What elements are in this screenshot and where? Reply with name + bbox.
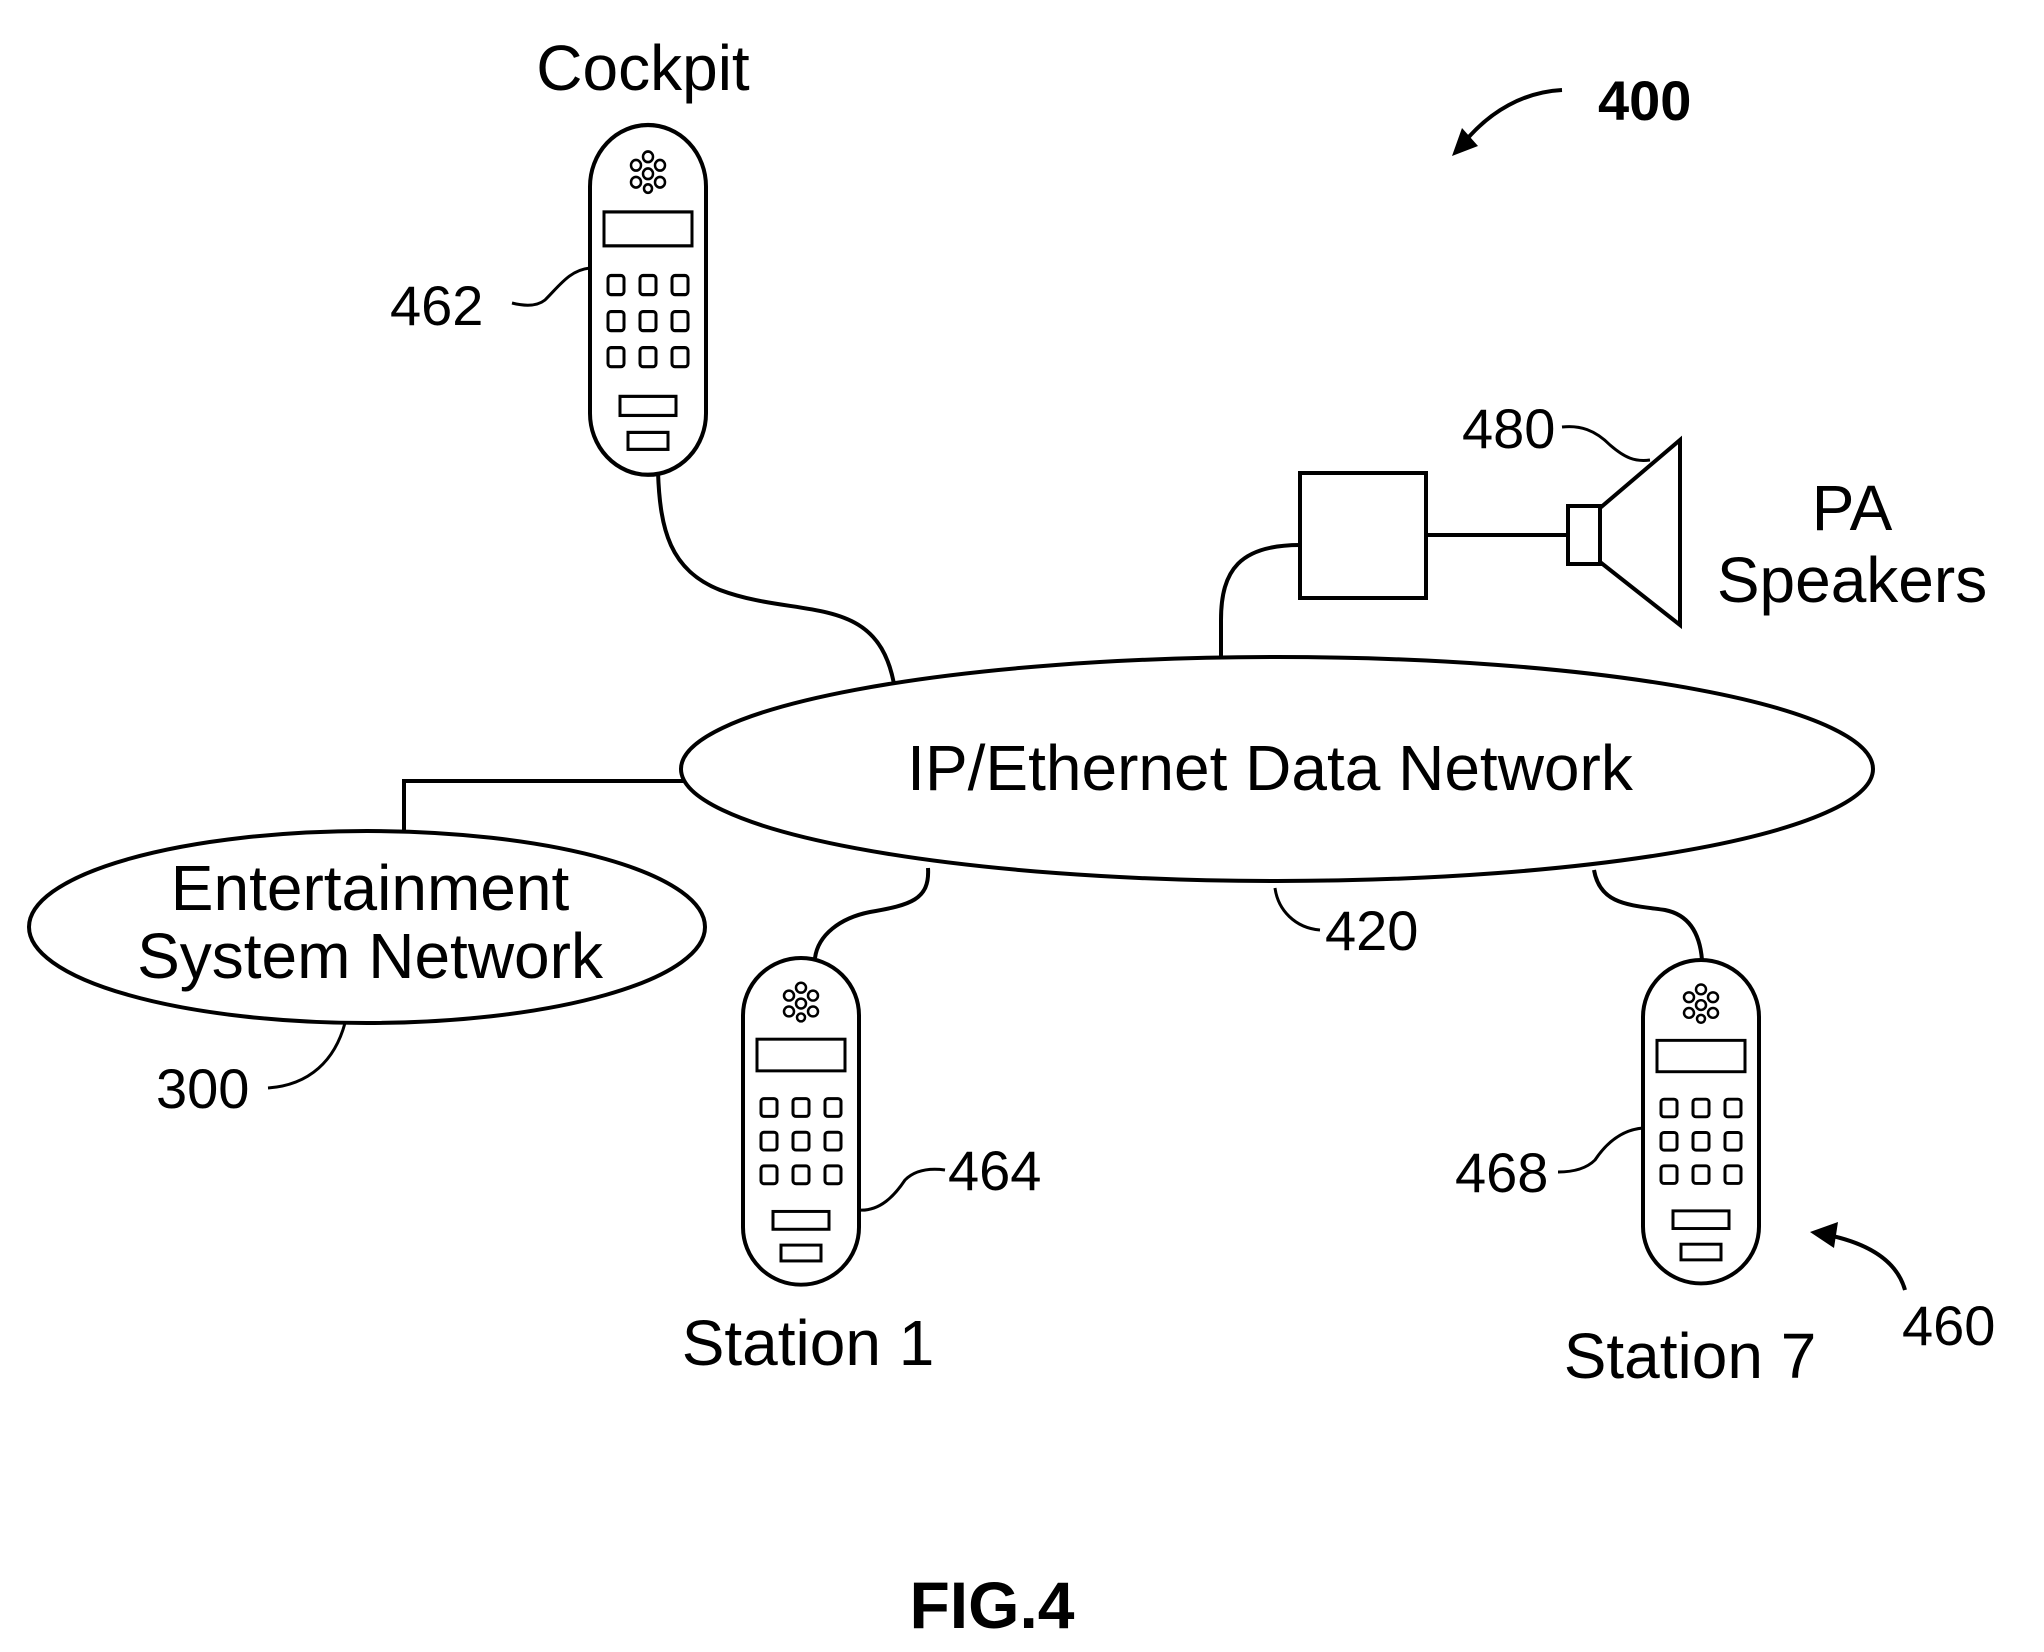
figure-ref-number: 400 (1598, 69, 1691, 132)
network-label: IP/Ethernet Data Network (907, 732, 1634, 804)
station-1-label: Station 1 (682, 1307, 935, 1379)
station-7-handset-icon (1643, 960, 1759, 1283)
cockpit-label: Cockpit (536, 32, 750, 104)
station-7-label: Station 7 (1564, 1320, 1817, 1392)
entertainment-ref-number: 300 (156, 1057, 249, 1120)
station-1-handset-icon (743, 958, 859, 1285)
entertainment-label-line1: Entertainment (171, 852, 570, 924)
pa-amplifier-box (1300, 473, 1426, 598)
network-ref-number: 420 (1325, 899, 1418, 962)
pa-speakers: 480 PA Speakers (1300, 397, 1987, 625)
pa-label-line1: PA (1812, 472, 1893, 544)
ref-420: 420 (1275, 888, 1418, 962)
entertainment-label-line2: System Network (137, 920, 604, 992)
figure-caption: FIG.4 (909, 1568, 1074, 1642)
cockpit-handset-icon (590, 125, 706, 475)
station-1: 464 Station 1 (682, 958, 1042, 1379)
ip-ethernet-network: IP/Ethernet Data Network (681, 657, 1873, 881)
speaker-icon (1568, 440, 1680, 625)
cockpit-station: Cockpit 462 (390, 32, 750, 475)
pa-ref-number: 480 (1462, 397, 1555, 460)
entertainment-system-network: Entertainment System Network (29, 831, 705, 1023)
station-group-ref-number: 460 (1902, 1294, 1995, 1357)
station-1-ref-number: 464 (948, 1139, 1041, 1202)
cockpit-ref-number: 462 (390, 274, 483, 337)
pa-label-line2: Speakers (1717, 544, 1987, 616)
station-7: 468 Station 7 460 (1455, 960, 1995, 1392)
station-7-ref-number: 468 (1455, 1141, 1548, 1204)
ref-300: 300 (156, 1023, 345, 1120)
figure-ref-400: 400 (1452, 69, 1691, 156)
